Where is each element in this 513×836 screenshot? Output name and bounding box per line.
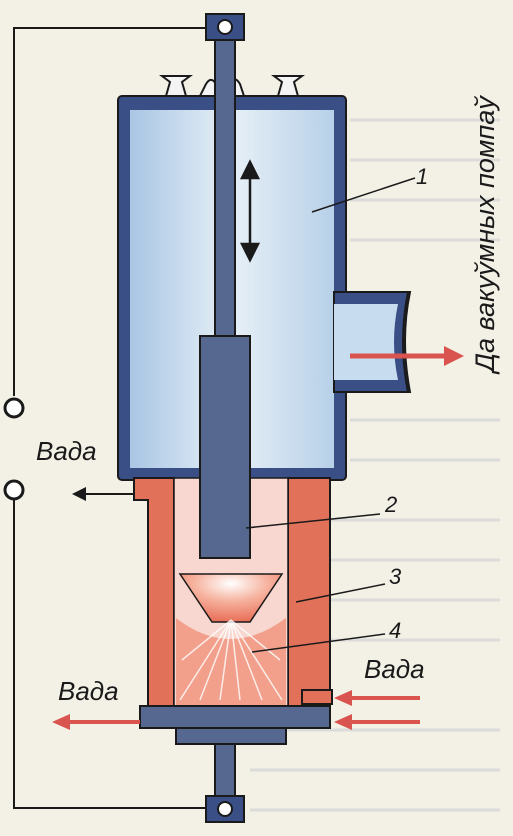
label-water-left: Вада (36, 436, 97, 466)
terminal-top (3, 397, 25, 419)
consumable-electrode (199, 335, 251, 559)
callout-3: 3 (389, 564, 402, 589)
callout-2: 2 (384, 492, 397, 517)
callout-leaders (245, 177, 416, 653)
background-text-lines (250, 118, 500, 812)
terminal-bottom (3, 479, 25, 501)
water-out-arrow-bottom (52, 714, 140, 730)
top-clamp (205, 13, 245, 41)
arc-zone (176, 573, 286, 706)
label-water-right: Вада (364, 654, 425, 684)
water-out-arrow-left (72, 487, 134, 501)
callout-1: 1 (416, 164, 428, 189)
feed-rod (214, 39, 236, 341)
motion-arrow (239, 159, 261, 263)
vacuum-outflow-arrow (350, 346, 464, 366)
label-vacuum-pump: Да вакуўмных помпаў (470, 95, 500, 375)
callout-4: 4 (389, 618, 401, 643)
base-plate (139, 705, 331, 799)
power-wiring (13, 27, 212, 809)
vacuum-chamber (117, 95, 412, 481)
water-in-arrows-right (334, 690, 420, 730)
label-water-bottom-left: Вада (58, 676, 119, 706)
bottom-clamp (205, 795, 245, 823)
